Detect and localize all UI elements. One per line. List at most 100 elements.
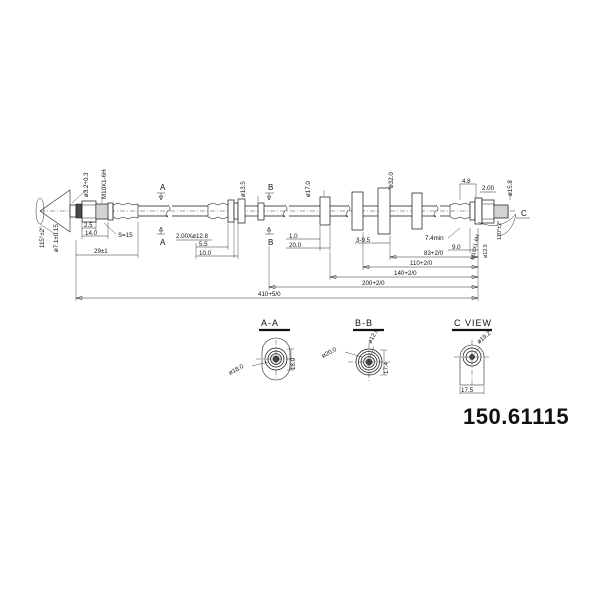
dim-20-0: 20.0: [289, 242, 302, 249]
section-view-aa: A-A ø18.0 16.0: [228, 318, 297, 381]
leader-cview-dia: [472, 347, 480, 356]
dim-dia-15-8: ø15.8: [507, 180, 514, 196]
mid-dimensions: 2.00Xø12.8 5.5 10.0 ø13.5 ø17.0: [176, 172, 395, 259]
dim-4-8: 4.8: [462, 178, 471, 185]
dim-crimp: 2.00Xø12.8: [176, 233, 209, 240]
dim-angle-120: 120°±2°: [497, 221, 503, 240]
main-assembly-view: 115°±2° ø3.2+0.3 ø7.1±0.15 M10X1-6H 2.5: [35, 169, 530, 301]
dim-3-9-5: 3-9.5: [356, 237, 371, 244]
break-symbol-1: [165, 204, 171, 218]
leader-aa-dia: [251, 361, 269, 367]
marker-a-top-arrow: [158, 195, 164, 201]
collar-b: [233, 202, 239, 220]
dim-200-group: 200+2/0: [268, 246, 479, 290]
break-symbol-4: [433, 204, 439, 218]
marker-b-bottom: B: [268, 238, 273, 247]
right-end-fitting: [449, 197, 517, 237]
section-aa-title: A-A: [261, 318, 279, 328]
section-bb-title: B-B: [355, 318, 373, 328]
dim-cview-width: 17.5: [461, 387, 474, 394]
left-dimensions: 115°±2° ø3.2+0.3 ø7.1±0.15 M10X1-6H 2.5: [39, 169, 139, 258]
dim-7-4-min: 7.4min: [425, 235, 444, 242]
right-dimensions: 4.8 2.00 ø15.8 120°±2° C 7.4min 9.0: [425, 178, 530, 260]
section-a-markers: A A: [157, 183, 166, 247]
marker-a-top: A: [160, 183, 166, 192]
marker-c: C: [521, 209, 527, 218]
dim-20-0-group: 20.0: [286, 226, 331, 251]
marker-b-top: B: [268, 183, 273, 192]
leader-7-4: [447, 227, 461, 239]
dim-2-5-group: 2.5: [81, 222, 97, 231]
dim-14-0: 14.0: [85, 230, 98, 237]
dim-bb-height: 17.4: [383, 361, 390, 374]
section-b-markers: B B: [265, 183, 274, 247]
marker-b-top-arrow: [266, 195, 272, 201]
bracket-large-3: [411, 192, 423, 230]
dim-3-9-5-group: 3-9.5: [355, 232, 391, 246]
right-hex-nut: [481, 199, 495, 224]
overall-dimension-stack: 83+2/0 110+2/0 140+2/0: [75, 246, 479, 301]
dim-110: 110+2/0: [410, 260, 433, 267]
mid-left-crimp-cluster: [207, 198, 320, 224]
dim-bb-outer: ø20.0: [321, 346, 339, 360]
mid-right-brackets: [319, 187, 450, 235]
dim-5-5: 5.5: [199, 241, 208, 248]
dim-thread-left: M10X1-6H: [101, 169, 108, 199]
leader-bb-outer: [344, 351, 363, 358]
seal-seat: [75, 203, 83, 219]
dim-4-8-group: 4.8: [459, 178, 477, 200]
right-flange: [474, 197, 483, 225]
dim-14-0-group: 14.0: [81, 222, 109, 239]
dim-dia-32-0: ø32.0: [388, 172, 395, 188]
dim-410: 410+5/0: [258, 291, 281, 298]
dim-1-0: 1.0: [289, 233, 298, 240]
dim-140-group: 140+2/0: [329, 252, 479, 280]
break-symbol-2: [282, 204, 288, 218]
section-view-bb: B-B ø20.0 ø12.0 17.4: [321, 318, 390, 382]
dim-83-group: 83+2/0: [389, 246, 479, 260]
marker-a-bot-arrow: [158, 226, 164, 232]
detail-arc: [477, 213, 517, 226]
detail-arc-2: [497, 213, 517, 237]
thread-hatching: [97, 204, 107, 219]
dim-aa-dia: ø18.0: [228, 363, 246, 377]
dim-dia-13-5: ø13.5: [240, 181, 247, 197]
hex-nut: [81, 200, 97, 223]
dim-spanner: S=15: [118, 232, 133, 239]
collar-c: [237, 198, 246, 224]
left-end-fitting: [35, 189, 208, 233]
ferrule-collar: [107, 202, 114, 221]
marker-a-bottom: A: [160, 238, 166, 247]
dim-dia-7-1: ø7.1±0.15: [53, 224, 60, 252]
leader-spanner: [103, 222, 117, 235]
dim-200: 200+2/0: [362, 280, 385, 287]
break-symbol-3: [345, 204, 351, 218]
bracket-large-2: [377, 187, 391, 235]
dim-2-5: 2.5: [84, 222, 93, 229]
leader-7-1: [39, 223, 56, 235]
dim-dia-3-2: ø3.2+0.3: [83, 172, 90, 197]
dim-110-group: 110+2/0: [362, 246, 479, 270]
crimp-rings-left: [112, 202, 139, 220]
section-view-c: C VIEW ø19.2 17.5: [452, 318, 493, 394]
dim-10-0: 10.0: [199, 250, 212, 257]
dim-5-5-group: 5.5: [196, 222, 235, 258]
bracket-large-1: [351, 191, 364, 231]
dim-thread-right: M10X1-6H: [470, 234, 481, 261]
marker-b-bot-arrow: [266, 226, 272, 232]
dim-29-group: 29±1: [75, 222, 139, 258]
nipple: [69, 204, 77, 218]
dim-dia-12-5: ø12.5: [483, 244, 489, 258]
dim-aa-height: 16.0: [290, 357, 297, 370]
right-collar: [469, 201, 476, 221]
dim-1-0-group: 1.0: [286, 233, 320, 240]
dim-cview-dia: ø19.2: [476, 330, 493, 346]
aa-outline: [261, 337, 291, 381]
dim-angle-115: 115°±2°: [39, 226, 46, 248]
dim-83: 83+2/0: [424, 250, 444, 257]
dim-9-0: 9.0: [452, 244, 461, 251]
dim-10-0-group: 10.0: [195, 222, 239, 259]
collar-13-5: [257, 202, 265, 221]
